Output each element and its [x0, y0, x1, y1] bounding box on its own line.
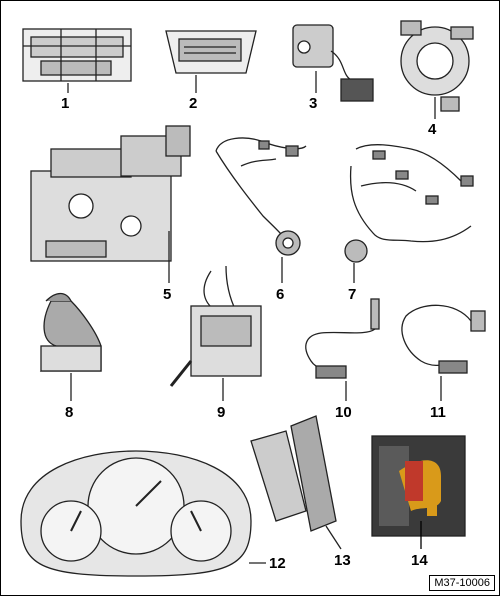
callout-5: 5 [163, 286, 172, 303]
speed-sensor-11-part [401, 304, 486, 401]
control-unit-part [22, 28, 132, 93]
callout-9: 9 [217, 404, 226, 421]
callout-4: 4 [428, 121, 437, 138]
callout-11: 11 [430, 404, 446, 421]
callout-10: 10 [335, 404, 352, 421]
callout-14: 14 [411, 552, 428, 569]
accelerator-pedal-part [250, 415, 342, 550]
valve-body-part [30, 125, 191, 283]
instrument-cluster-part [20, 450, 266, 577]
speed-sensor-10-part [305, 298, 380, 401]
selector-knob-part [39, 292, 102, 401]
installed-component-photo [371, 435, 466, 549]
callout-3: 3 [309, 95, 318, 112]
selector-mechanism-part [169, 265, 262, 401]
callout-7: 7 [348, 286, 357, 303]
sensor-with-lead-part [292, 24, 374, 102]
wiring-harness-6-part [215, 137, 307, 283]
wiring-harness-7-part [344, 144, 474, 283]
connector-part [165, 30, 257, 93]
callout-12: 12 [269, 555, 286, 572]
multifunction-switch-part [400, 20, 474, 119]
callout-1: 1 [61, 95, 70, 112]
callout-2: 2 [189, 95, 198, 112]
callout-13: 13 [334, 552, 351, 569]
callout-8: 8 [65, 404, 74, 421]
reference-code: M37-10006 [429, 575, 495, 591]
callout-6: 6 [276, 286, 285, 303]
